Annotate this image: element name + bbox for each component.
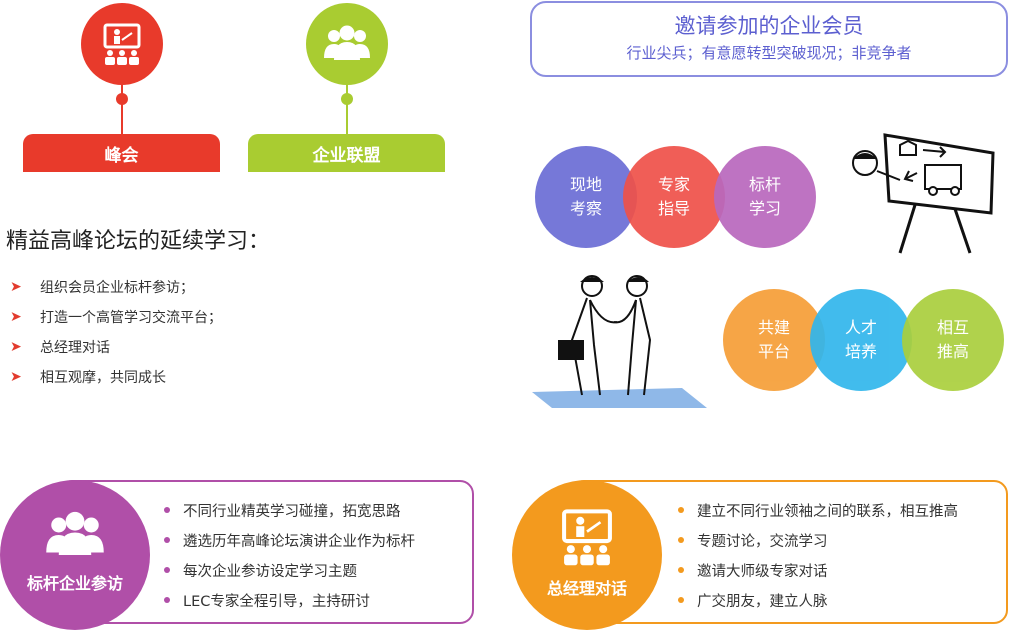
bullet-dot [678, 507, 684, 513]
list-item: ➤总经理对话 [10, 339, 110, 356]
arrow-icon: ➤ [10, 339, 22, 355]
arrow-icon: ➤ [10, 309, 22, 325]
list-item: LEC专家全程引导，主持研讨 [164, 585, 472, 615]
handshake-illustration [532, 275, 707, 408]
alliance-connector [346, 84, 348, 134]
venn-circle-onsite: 现地 考察 [535, 146, 637, 248]
list-item: 不同行业精英学习碰撞，拓宽思路 [164, 495, 472, 525]
summit-connector [121, 84, 123, 134]
bullet-dot [164, 537, 170, 543]
list-item: 专题讨论，交流学习 [678, 525, 1006, 555]
bullet-dot [678, 567, 684, 573]
bullet-dot [678, 597, 684, 603]
venn-circle-mutual: 相互 推高 [902, 289, 1004, 391]
benchmark-badge: 标杆企业参访 [0, 480, 150, 630]
venn-circle-talent: 人才 培养 [810, 289, 912, 391]
presentation-icon [103, 23, 141, 65]
summit-label: 峰会 [23, 134, 220, 172]
venn-circle-benchmark: 标杆 学习 [714, 146, 816, 248]
summit-connector-dot [116, 93, 128, 105]
alliance-connector-dot [341, 93, 353, 105]
members-subtitle: 行业尖兵；有意愿转型突破现况；非竞争者 [626, 44, 912, 62]
alliance-label: 企业联盟 [248, 134, 445, 172]
bullet-dot [164, 507, 170, 513]
bullet-dot [164, 567, 170, 573]
benchmark-list: 不同行业精英学习碰撞，拓宽思路 遴选历年高峰论坛演讲企业作为标杆 每次企业参访设… [164, 495, 472, 615]
list-item: 广交朋友，建立人脉 [678, 585, 1006, 615]
arrow-icon: ➤ [10, 369, 22, 385]
list-item: ➤组织会员企业标杆参访； [10, 279, 194, 296]
list-item: ➤打造一个高管学习交流平台； [10, 309, 222, 326]
list-item: ➤相互观摩，共同成长 [10, 369, 166, 386]
group-icon [46, 511, 104, 555]
benchmark-label: 标杆企业参访 [26, 574, 123, 593]
list-item: 遴选历年高峰论坛演讲企业作为标杆 [164, 525, 472, 555]
venn-circle-platform: 共建 平台 [723, 289, 825, 391]
group-icon [324, 25, 370, 60]
gm-dialogue-label: 总经理对话 [546, 579, 627, 598]
continuation-title: 精益高峰论坛的延续学习： [6, 229, 271, 254]
arrow-icon: ➤ [10, 279, 22, 295]
whiteboard-illustration [852, 133, 995, 254]
presentation-icon [562, 509, 612, 566]
gm-dialogue-badge: 总经理对话 [512, 480, 662, 630]
alliance-icon-circle [306, 3, 388, 85]
bullet-dot [678, 537, 684, 543]
continuation-list: ➤组织会员企业标杆参访； ➤打造一个高管学习交流平台； ➤总经理对话 ➤相互观摩… [10, 272, 222, 392]
summit-icon-circle [81, 3, 163, 85]
list-item: 邀请大师级专家对话 [678, 555, 1006, 585]
gm-dialogue-list: 建立不同行业领袖之间的联系，相互推高 专题讨论，交流学习 邀请大师级专家对话 广… [678, 495, 1006, 615]
members-title: 邀请参加的企业会员 [674, 14, 864, 38]
venn-circle-expert: 专家 指导 [623, 146, 725, 248]
list-item: 每次企业参访设定学习主题 [164, 555, 472, 585]
list-item: 建立不同行业领袖之间的联系，相互推高 [678, 495, 1006, 525]
bullet-dot [164, 597, 170, 603]
members-box: 邀请参加的企业会员 行业尖兵；有意愿转型突破现况；非竞争者 [530, 1, 1008, 77]
